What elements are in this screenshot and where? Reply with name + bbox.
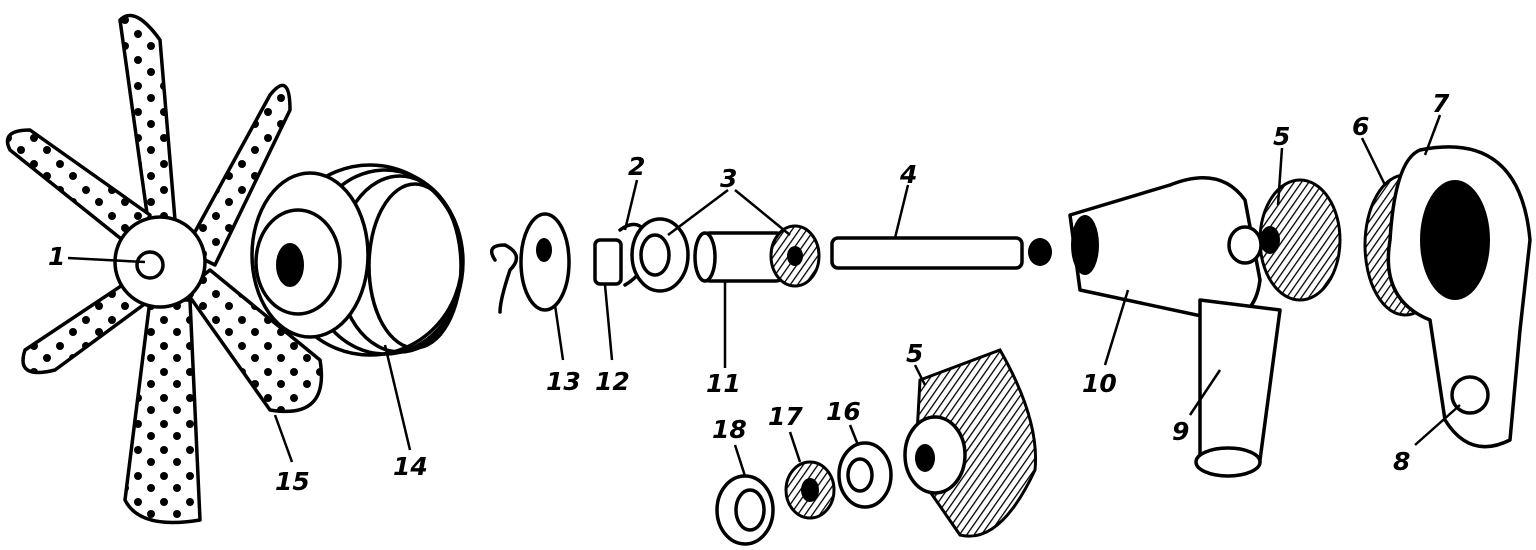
cover-assembly xyxy=(1363,145,1532,449)
fan-assembly xyxy=(5,13,324,525)
label-14: 14 xyxy=(393,452,428,481)
label-5-upper: 5 xyxy=(1273,122,1290,151)
label-6: 6 xyxy=(1352,112,1369,141)
label-2: 2 xyxy=(628,152,645,181)
label-13: 13 xyxy=(546,367,581,396)
impeller-lower xyxy=(903,348,1038,538)
label-5-lower: 5 xyxy=(906,339,923,368)
fan-hub-bolt xyxy=(135,250,165,280)
label-4: 4 xyxy=(899,160,917,189)
shaft xyxy=(830,236,1052,270)
impeller-upper xyxy=(1227,178,1342,302)
label-7: 7 xyxy=(1432,89,1450,118)
seal-group xyxy=(715,441,893,546)
leader-lines xyxy=(67,114,1461,477)
label-3: 3 xyxy=(720,164,737,193)
label-18: 18 xyxy=(712,415,747,444)
label-9: 9 xyxy=(1172,417,1189,446)
pump-housing xyxy=(1068,176,1282,478)
label-16: 16 xyxy=(826,397,861,426)
label-1: 1 xyxy=(48,242,65,271)
label-8: 8 xyxy=(1393,447,1410,476)
part-labels: 1 2 3 4 5 6 7 8 9 10 11 12 13 14 15 16 1… xyxy=(48,89,1450,496)
label-10: 10 xyxy=(1082,369,1117,398)
pulley xyxy=(250,163,465,357)
label-12: 12 xyxy=(595,367,630,396)
label-17: 17 xyxy=(768,402,803,431)
label-11: 11 xyxy=(706,369,741,398)
bearings-and-spacer xyxy=(630,217,821,293)
label-15: 15 xyxy=(275,467,310,496)
